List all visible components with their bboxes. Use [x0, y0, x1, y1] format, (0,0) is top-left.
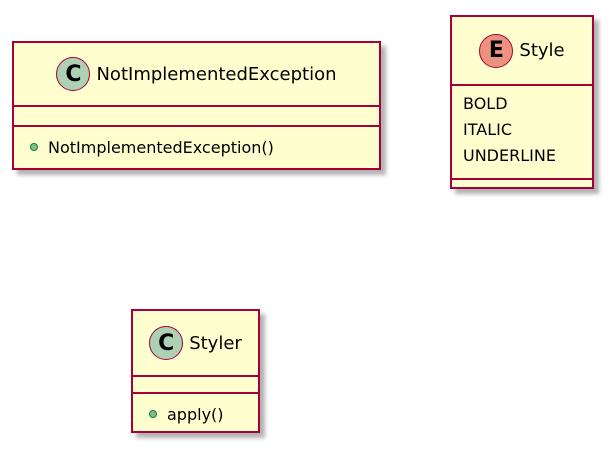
class-badge-icon: C [56, 57, 91, 91]
enum-value: BOLD [463, 94, 508, 113]
method-row: apply() [149, 402, 258, 426]
class-header: C Styler [133, 311, 258, 375]
section-divider [14, 125, 379, 127]
class-badge-letter: C [65, 61, 82, 87]
enum-header: E Style [452, 17, 592, 84]
enum-value: UNDERLINE [463, 146, 556, 165]
fields-section [14, 107, 379, 125]
fields-section [133, 377, 258, 392]
methods-section: NotImplementedException() [14, 127, 379, 159]
class-name: NotImplementedException [96, 63, 337, 85]
enum-style: E Style BOLD ITALIC UNDERLINE [450, 15, 594, 189]
class-name: Styler [189, 332, 242, 354]
class-header: C NotImplementedException [14, 43, 379, 105]
enum-badge-letter: E [488, 38, 504, 63]
class-styler: C Styler apply() [131, 309, 260, 433]
class-badge-letter: C [158, 330, 175, 356]
enum-name: Style [519, 40, 565, 61]
public-visibility-icon [30, 143, 38, 151]
method-name: NotImplementedException() [48, 137, 274, 157]
enum-value: ITALIC [463, 120, 512, 139]
methods-section: apply() [133, 394, 258, 426]
public-visibility-icon [149, 410, 157, 418]
section-divider [452, 178, 592, 180]
enum-values-section: BOLD ITALIC UNDERLINE [452, 86, 592, 178]
method-name: apply() [167, 404, 224, 424]
section-divider [452, 84, 592, 86]
section-divider [133, 392, 258, 394]
section-divider [133, 375, 258, 377]
class-badge-icon: C [149, 326, 184, 360]
enum-badge-icon: E [479, 33, 514, 68]
method-row: NotImplementedException() [30, 135, 379, 159]
section-divider [14, 105, 379, 107]
class-not-implemented-exception: C NotImplementedException NotImplemented… [12, 41, 381, 170]
